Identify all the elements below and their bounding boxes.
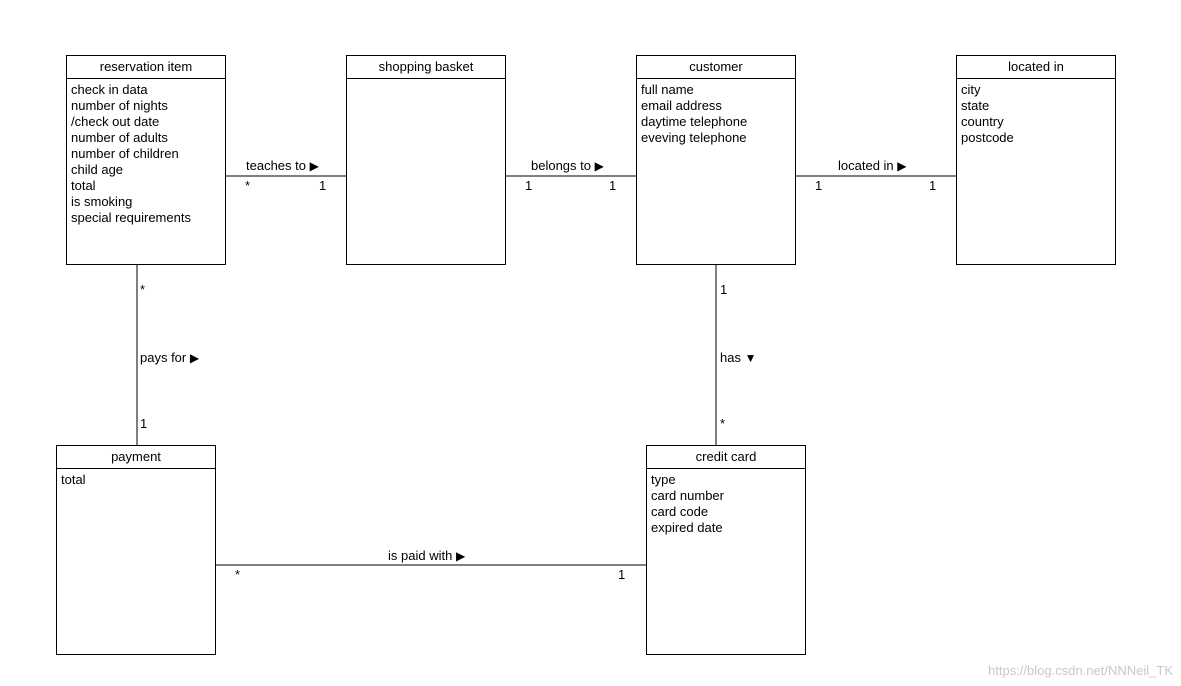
multiplicity: 1 [929, 178, 937, 193]
association-label-has: has ▼ [720, 350, 756, 365]
multiplicity: 1 [618, 567, 626, 582]
attribute-item: city [961, 82, 981, 97]
attribute-item: postcode [961, 130, 1014, 145]
class-name: located in [957, 56, 1115, 79]
multiplicity: 1 [319, 178, 327, 193]
multiplicity: 1 [525, 178, 533, 193]
attribute-item: child age [71, 162, 124, 177]
attribute-item: daytime telephone [641, 114, 748, 129]
association-label: teaches to [246, 158, 306, 173]
attribute-item: expired date [651, 520, 723, 535]
multiplicity: * [720, 416, 726, 431]
attribute-item: /check out date [71, 114, 160, 129]
association-label-located-in: located in ▶ [838, 158, 907, 173]
association-label: located in [838, 158, 894, 173]
association-label: is paid with [388, 548, 453, 563]
attribute-item: special requirements [71, 210, 191, 225]
triangle-right-icon: ▶ [455, 549, 466, 563]
class-payment[interactable]: payment total [56, 445, 216, 655]
multiplicity: 1 [140, 416, 148, 431]
class-shopping-basket[interactable]: shopping basket [346, 55, 506, 265]
association-label-is-paid-with: is paid with ▶ [388, 548, 465, 563]
attribute-list: total [57, 469, 215, 491]
attribute-item: number of nights [71, 98, 168, 113]
attribute-item: number of adults [71, 130, 168, 145]
multiplicity: * [235, 567, 241, 582]
class-name: customer [637, 56, 795, 79]
association-label: belongs to [531, 158, 591, 173]
association-label-teaches-to: teaches to ▶ [246, 158, 319, 173]
triangle-right-icon: ▶ [309, 159, 319, 173]
attribute-item: email address [641, 98, 722, 113]
association-label-belongs-to: belongs to ▶ [531, 158, 604, 173]
association-label-pays-for: pays for ▶ [140, 350, 199, 365]
attribute-item: check in data [71, 82, 148, 97]
attribute-item: is smoking [71, 194, 133, 209]
triangle-down-icon: ▼ [744, 351, 757, 365]
class-name: reservation item [67, 56, 225, 79]
attribute-item: state [961, 98, 990, 113]
association-label: has [720, 350, 741, 365]
watermark: https://blog.csdn.net/NNNeil_TK [988, 663, 1173, 678]
attribute-item: country [961, 114, 1004, 129]
class-name: shopping basket [347, 56, 505, 79]
multiplicity: * [140, 282, 146, 297]
attribute-item: total [71, 178, 96, 193]
class-name: payment [57, 446, 215, 469]
attribute-list [347, 79, 505, 85]
attribute-item: number of children [71, 146, 179, 161]
attribute-item: eveving telephone [641, 130, 747, 145]
attribute-item: card code [651, 504, 709, 519]
attribute-item: card number [651, 488, 724, 503]
triangle-right-icon: ▶ [189, 351, 200, 365]
attribute-item: type [651, 472, 676, 487]
attribute-item: total [61, 472, 86, 487]
multiplicity: 1 [720, 282, 728, 297]
triangle-right-icon: ▶ [897, 159, 907, 173]
multiplicity: 1 [815, 178, 823, 193]
multiplicity: * [245, 178, 251, 193]
attribute-item: full name [641, 82, 694, 97]
association-label: pays for [140, 350, 187, 365]
class-name: credit card [647, 446, 805, 469]
multiplicity: 1 [609, 178, 617, 193]
triangle-right-icon: ▶ [594, 159, 604, 173]
